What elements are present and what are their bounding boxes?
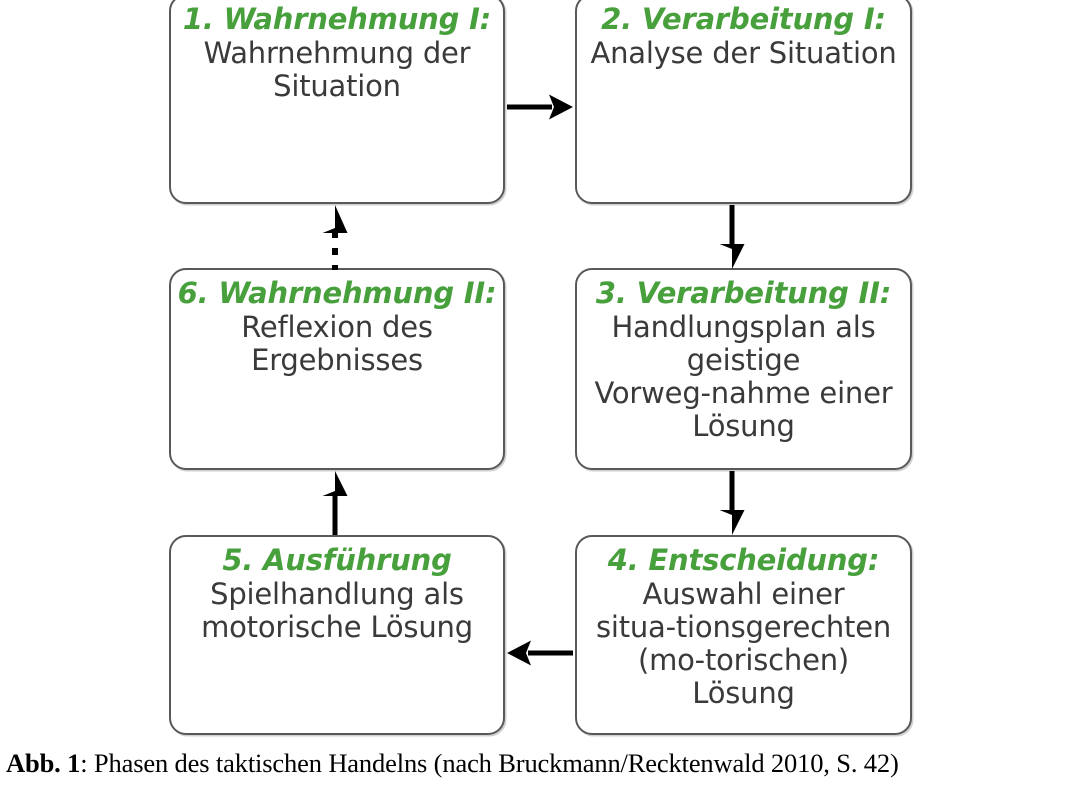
node-3-title: 3. Verarbeitung II: [595,276,892,310]
node-4-body: Auswahl einer situa‑tionsgerechten (mo‑t… [595,577,892,711]
node-2-body: Analyse der Situation [590,36,897,71]
process-node-4-entscheidung: 4. Entscheidung: Auswahl einer situa‑tio… [575,535,912,735]
node-5-body: Spielhandlung als motorische Lösung [201,577,473,645]
process-node-6-wahrnehmung-ii: 6. Wahrnehmung II: Reflexion des Ergebni… [169,268,505,470]
arrow-right-icon [507,94,573,120]
process-node-3-verarbeitung-ii: 3. Verarbeitung II: Handlungsplan als ge… [575,268,912,470]
node-2-title: 2. Verarbeitung I: [601,2,886,36]
figure-caption: Abb. 1: Phasen des taktischen Handelns (… [6,748,1078,779]
node-3-body: Handlungsplan als geistige Vorweg‑nahme … [594,310,893,444]
flow-diagram: 1. Wahrnehmung I: Wahrnehmung der Situat… [169,0,912,735]
caption-label: Abb. 1 [6,748,81,778]
node-4-title: 4. Entscheidung: [607,543,880,577]
node-6-body: Reflexion des Ergebnisses [241,310,433,378]
arrow-left-icon [507,640,573,666]
arrow-down-icon [719,471,745,535]
node-1-body: Wahrnehmung der Situation [203,36,471,104]
arrow-up-icon [322,471,348,535]
caption-text: : Phasen des taktischen Handelns (nach B… [80,748,899,778]
process-node-1-wahrnehmung-i: 1. Wahrnehmung I: Wahrnehmung der Situat… [169,0,505,204]
process-node-5-ausfuehrung: 5. Ausführung Spielhandlung als motorisc… [169,535,505,735]
arrow-up-dotted-icon [322,205,348,270]
node-1-title: 1. Wahrnehmung I: [182,2,492,36]
node-5-title: 5. Ausführung [222,543,452,577]
process-node-2-verarbeitung-i: 2. Verarbeitung I: Analyse der Situation [575,0,912,204]
node-6-title: 6. Wahrnehmung II: [177,276,497,310]
arrow-down-icon [719,205,745,269]
